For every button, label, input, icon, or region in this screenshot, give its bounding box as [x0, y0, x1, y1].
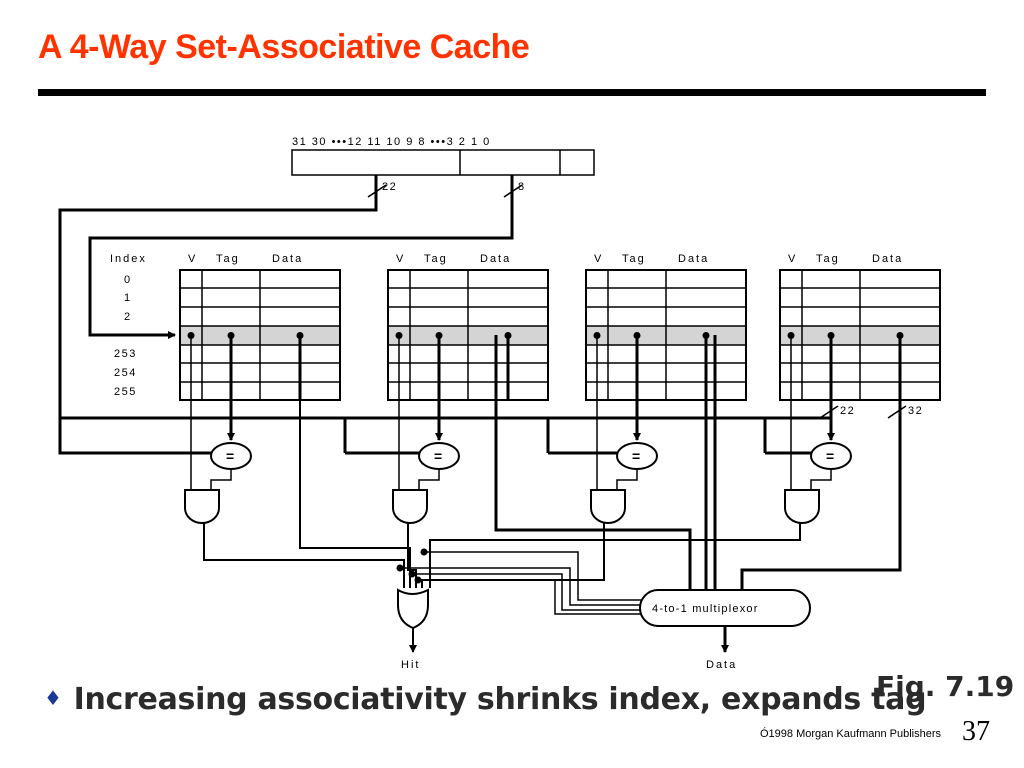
cache-way-4: V Tag Data = [779, 253, 941, 524]
data-output-label: Data [706, 659, 737, 671]
cache-way-1: V Tag Data = [179, 253, 341, 524]
header-tag: Tag [216, 253, 240, 265]
hit-buses [203, 335, 801, 588]
enable-lines [400, 551, 645, 615]
index-row-1: 1 [124, 292, 130, 304]
title-rule [38, 89, 986, 96]
tag-width-label: 22 [382, 181, 397, 193]
hit-and-gate [184, 489, 220, 524]
hit-label: Hit [401, 659, 420, 671]
slide-title: A 4-Way Set-Associative Cache [38, 28, 530, 66]
header-data: Data [678, 253, 709, 265]
comparator-symbol: = [226, 448, 234, 464]
hit-and-gate [784, 489, 820, 524]
diamond-bullet-icon: ♦ [44, 686, 62, 710]
index-bus [88, 175, 514, 339]
index-width-label: 8 [518, 181, 524, 193]
cache-way-3: V Tag Data = [585, 253, 747, 524]
address-bit-labels: 31 30 •••12 11 10 9 8 •••3 2 1 0 [292, 136, 491, 148]
index-row-255: 255 [114, 386, 137, 398]
header-data: Data [480, 253, 511, 265]
page-number: 37 [962, 716, 990, 747]
header-v: V [788, 253, 796, 265]
comparator-symbol: = [826, 448, 834, 464]
cache-diagram: 31 30 •••12 11 10 9 8 •••3 2 1 0 22 8 In… [58, 136, 941, 671]
figure-label: Fig. 7.19 [876, 670, 1015, 703]
header-v: V [594, 253, 602, 265]
compare-result-line [810, 469, 832, 490]
copyright-notice: Ó1998 Morgan Kaufmann Publishers [760, 728, 941, 740]
index-row-253: 253 [114, 348, 137, 360]
multiplexor-label: 4-to-1 multiplexor [652, 603, 759, 615]
compare-result-line [418, 469, 440, 490]
header-tag: Tag [424, 253, 448, 265]
data-buses [494, 335, 902, 592]
header-v: V [188, 253, 196, 265]
header-tag: Tag [622, 253, 646, 265]
output-data-width: 32 [908, 405, 923, 417]
index-row-0: 0 [124, 274, 130, 286]
index-row-254: 254 [114, 367, 137, 379]
compare-result-line [210, 469, 232, 490]
address-register [291, 149, 595, 176]
index-width-slash [503, 184, 523, 198]
compare-result-line [616, 469, 638, 490]
bullet-text: Increasing associativity shrinks index, … [73, 682, 927, 717]
comparator-symbol: = [434, 448, 442, 464]
hit-or-gate [397, 588, 429, 630]
hit-and-gate [590, 489, 626, 524]
cache-way-2: V Tag Data = [387, 253, 549, 524]
header-data: Data [272, 253, 303, 265]
header-tag: Tag [816, 253, 840, 265]
comparator-symbol: = [632, 448, 640, 464]
index-row-2: 2 [124, 311, 130, 323]
header-v: V [396, 253, 404, 265]
enable-dots [396, 548, 428, 584]
output-data-slash [887, 405, 907, 419]
output-tag-slash [819, 405, 839, 419]
tag-bus [58, 175, 830, 455]
output-tag-width: 22 [840, 405, 855, 417]
hit-and-gate [392, 489, 428, 524]
bullet-point: ♦ Increasing associativity shrinks index,… [44, 682, 927, 717]
header-data: Data [872, 253, 903, 265]
tag-width-slash [367, 184, 387, 198]
index-header: Index [110, 253, 147, 265]
